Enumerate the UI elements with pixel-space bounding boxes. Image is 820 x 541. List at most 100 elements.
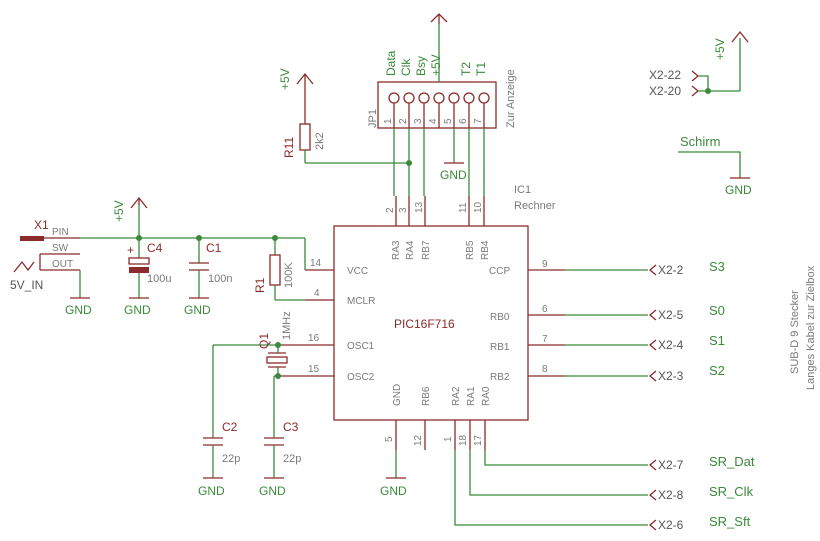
- jp1-title: Zur Anzeige: [505, 69, 517, 128]
- x1-pin-pin: PIN: [52, 227, 69, 238]
- net-label-sr-dat: SR_Dat: [709, 454, 755, 469]
- jp1-pin6-num: 6: [458, 118, 469, 124]
- ic1-pin12-num: 12: [413, 434, 424, 446]
- jp1-ref: JP1: [367, 109, 379, 128]
- q1-value: 1MHz: [281, 311, 293, 340]
- ic1-pin-ra3-label: RA3: [391, 240, 402, 260]
- gnd-label-shield: GND: [725, 183, 752, 197]
- jp1-pin3-num: 3: [413, 118, 424, 124]
- gnd-label-c4: GND: [124, 303, 151, 317]
- vcc-label-x2: +5V: [713, 38, 727, 60]
- c3-value: 22p: [283, 453, 301, 465]
- jp1-pin2-num: 2: [398, 118, 409, 124]
- x1-connector: X1 PIN SW OUT 5V_IN: [10, 218, 81, 298]
- jp1-label-t2: T2: [459, 62, 473, 76]
- jp1-label-data: Data: [384, 50, 398, 76]
- jp1-pin7-num: 7: [473, 118, 484, 124]
- ic1-pin7-num: 7: [542, 334, 548, 345]
- net-label-sr-sft: SR_Sft: [709, 514, 751, 529]
- jp1-wiring: [305, 24, 485, 196]
- ic1-pin8-num: 8: [542, 364, 548, 375]
- ic1-pin11-num: 11: [458, 202, 469, 213]
- x2-pin-label-2: X2-4: [658, 338, 684, 352]
- gnd-symbol-x1: GND: [65, 297, 92, 317]
- net-label-s3: S3: [709, 259, 725, 274]
- gnd-label-x1: GND: [65, 303, 92, 317]
- ic1-pin-ra1-label: RA1: [466, 386, 477, 406]
- vcc-symbol-jp1: [430, 13, 448, 24]
- jp1-label-t1: T1: [474, 62, 488, 76]
- x1-pin-out: OUT: [52, 259, 73, 270]
- ic1-pin-ccp-label: CCP: [489, 266, 510, 277]
- jp1-pin4-num: 4: [428, 118, 439, 124]
- jp1-label-clk: Clk: [399, 58, 413, 76]
- x2-pin-markers: [648, 264, 657, 531]
- gnd-label-c1: GND: [184, 303, 211, 317]
- x2-pin-22-label: X2-22: [649, 68, 681, 82]
- c1-value: 100n: [208, 273, 232, 285]
- ic1-part: PIC16F716: [394, 317, 455, 331]
- vcc-label-c4: +5V: [112, 200, 126, 222]
- c2-ref: C2: [222, 420, 238, 434]
- ic1-pin-ra4-label: RA4: [405, 240, 416, 260]
- ic1-pin18-num: 18: [458, 434, 469, 446]
- c1-ref: C1: [206, 241, 222, 255]
- jp1-pin1-num: 1: [383, 118, 394, 124]
- ic1-pin-osc2-label: OSC2: [347, 372, 375, 383]
- vcc-label-r11: +5V: [278, 68, 292, 90]
- ic1-pin-osc1-label: OSC1: [347, 341, 375, 352]
- ic1-pin-ra2-label: RA2: [451, 386, 462, 406]
- x2-pin-20-label: X2-20: [649, 84, 681, 98]
- ic1-pin-rb1-label: RB1: [490, 342, 510, 353]
- x1-name: 5V_IN: [10, 278, 43, 292]
- capacitor-c2: C2 22p GND: [198, 420, 240, 498]
- ic1-pin-vcc-label: VCC: [347, 266, 368, 277]
- ic1-symbol: IC1 Rechner PIC16F716 VCC MCLR OSC1 OSC2…: [278, 184, 565, 450]
- gnd-symbol-ic: GND: [380, 450, 407, 498]
- ic1-pin-rb0-label: RB0: [490, 312, 510, 323]
- capacitor-c4: + C4 100u GND: [124, 238, 171, 317]
- resistor-r1: R1 100K: [253, 238, 305, 301]
- ic1-pin1-num: 1: [443, 436, 454, 442]
- gnd-label-ic: GND: [380, 484, 407, 498]
- crystal-q1: Q1 1MHz: [212, 311, 293, 438]
- capacitor-c3: C3 22p GND: [259, 420, 301, 498]
- ic1-pin9-num: 9: [542, 259, 548, 270]
- q1-ref: Q1: [257, 333, 271, 349]
- ic1-pin17-num: 17: [473, 434, 484, 446]
- r1-value: 100K: [283, 262, 295, 288]
- x1-pin-sw: SW: [52, 243, 69, 254]
- jp1-connector: 1 2 3 4 5 6 7 JP1 Zur Anzeige Data Clk B…: [367, 50, 517, 129]
- ic1-pin15-num: 15: [308, 364, 320, 375]
- net-label-s0: S0: [709, 303, 725, 318]
- gnd-symbol-jp1: GND: [440, 162, 467, 182]
- r11-ref: R11: [282, 137, 296, 158]
- ic1-pin-rb4-label: RB4: [480, 240, 491, 260]
- ic1-pin-rb6-label: RB6: [421, 386, 432, 406]
- ic1-pin6-num: 6: [542, 304, 548, 315]
- x2-title-block: SUB-D 9 Stecker Langes Kabel zur Zielbox: [789, 265, 817, 390]
- ic1-ref: IC1: [514, 184, 531, 196]
- ic1-pin16-num: 16: [308, 333, 320, 344]
- x2-pin-label-1: X2-5: [658, 308, 684, 322]
- x2-pin-label-3: X2-3: [658, 369, 684, 383]
- x2-pin-label-0: X2-2: [658, 263, 684, 277]
- vcc-rail: [80, 205, 306, 270]
- shield-label: Schirm: [680, 134, 720, 149]
- x2-subtitle: Langes Kabel zur Zielbox: [805, 265, 817, 390]
- ic1-pin-ra0-label: RA0: [481, 386, 492, 406]
- x2-pin-labels: X2-2 X2-5 X2-4 X2-3 X2-7 X2-8 X2-6: [658, 263, 684, 532]
- ic1-pin5-num: 5: [384, 436, 395, 442]
- gnd-label-jp1: GND: [440, 168, 467, 182]
- gnd-label-c3: GND: [259, 484, 286, 498]
- net-label-s2: S2: [709, 363, 725, 378]
- jp1-label-5v: +5V: [429, 54, 443, 76]
- ic1-pin13-num: 13: [414, 201, 425, 213]
- vcc-symbol-c4: +5V: [112, 196, 148, 222]
- x1-ref: X1: [34, 218, 49, 232]
- x2-pin-label-5: X2-8: [658, 488, 684, 502]
- net-labels: S3 S0 S1 S2 SR_Dat SR_Clk SR_Sft: [709, 259, 755, 529]
- net-label-sr-clk: SR_Clk: [709, 484, 754, 499]
- jp1-pin5-num: 5: [443, 118, 454, 124]
